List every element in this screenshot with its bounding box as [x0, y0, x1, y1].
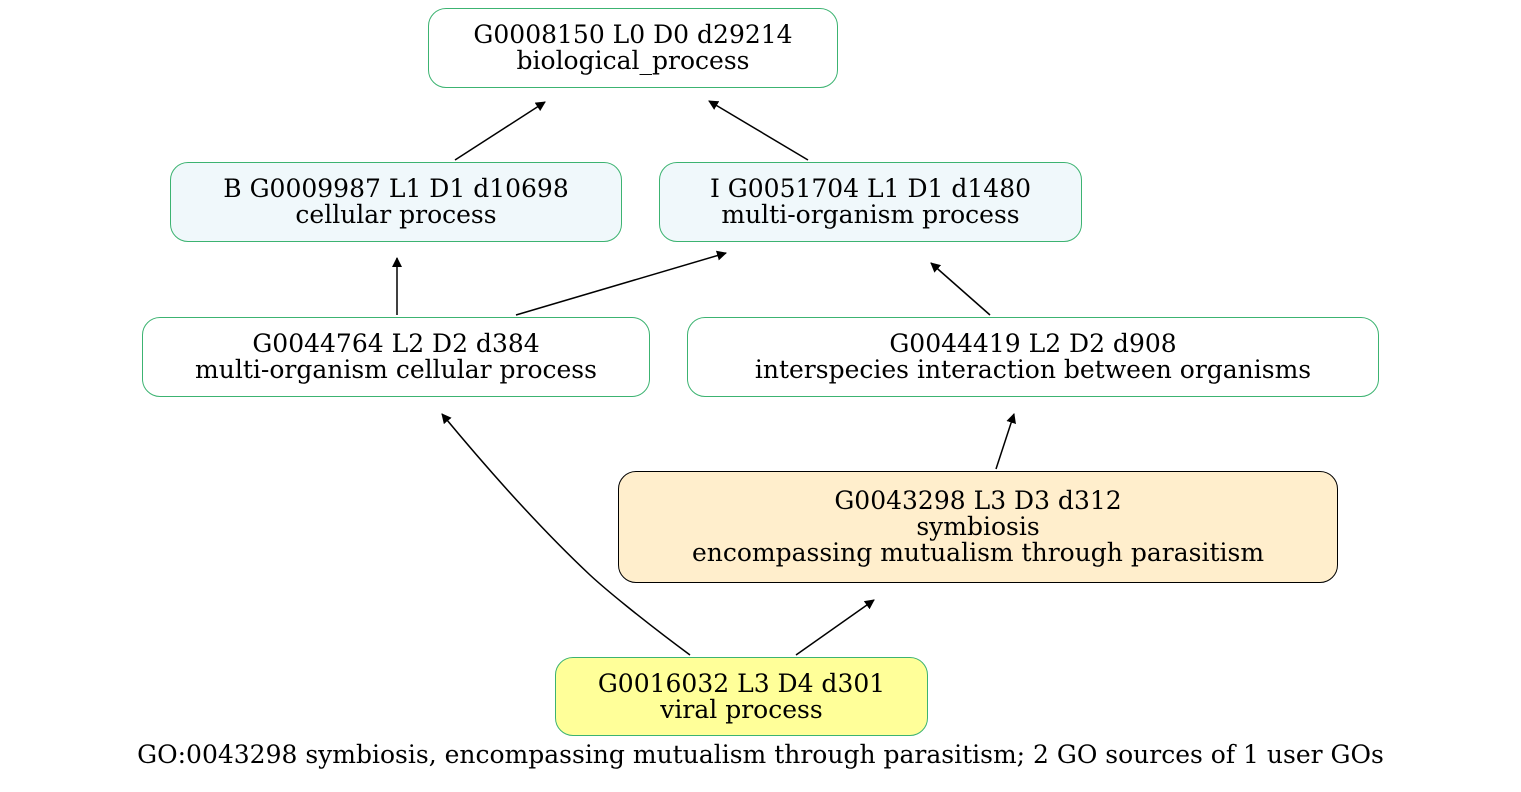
node-cellular-process[interactable]: B G0009987 L1 D1 d10698 cellular process [170, 162, 622, 242]
node-symbiosis[interactable]: G0043298 L3 D3 d312 symbiosis encompassi… [618, 471, 1338, 583]
edge-cellular-to-biological [454, 101, 546, 161]
node-cellular-process-id: B G0009987 L1 D1 d10698 [223, 174, 569, 203]
edge-symbiosis-to-interspecies [995, 413, 1016, 470]
node-multi-organism-cellular-process-id: G0044764 L2 D2 d384 [252, 329, 540, 358]
node-symbiosis-name: symbiosis [916, 512, 1040, 541]
node-cellular-process-name: cellular process [295, 200, 497, 229]
node-symbiosis-id: G0043298 L3 D3 d312 [834, 486, 1122, 515]
edge-interspecies-to-multiorganism [930, 262, 991, 316]
node-biological-process-id: G0008150 L0 D0 d29214 [473, 20, 793, 49]
node-biological-process-name: biological_process [516, 46, 750, 75]
node-viral-process-name: viral process [660, 694, 823, 724]
edge-viral-to-symbiosis [795, 599, 875, 656]
node-viral-process[interactable]: G0016032 L3 D4 d301 viral process [555, 657, 928, 736]
node-multi-organism-process-id: I G0051704 L1 D1 d1480 [709, 174, 1032, 203]
edge-multiorganism-to-biological [708, 100, 809, 161]
node-symbiosis-name-cont: encompassing mutualism through parasitis… [691, 538, 1265, 567]
node-biological-process[interactable]: G0008150 L0 D0 d29214 biological_process [428, 8, 838, 88]
edge-moc-to-multiorganism [515, 250, 727, 316]
node-interspecies-interaction-name: interspecies interaction between organis… [754, 355, 1312, 384]
node-multi-organism-cellular-process[interactable]: G0044764 L2 D2 d384 multi-organism cellu… [142, 317, 650, 397]
node-multi-organism-cellular-process-name: multi-organism cellular process [195, 355, 597, 384]
edge-viral-to-moc [441, 413, 691, 656]
node-interspecies-interaction-id: G0044419 L2 D2 d908 [889, 329, 1177, 358]
node-multi-organism-process[interactable]: I G0051704 L1 D1 d1480 multi-organism pr… [659, 162, 1082, 242]
graph-caption: GO:0043298 symbiosis, encompassing mutua… [137, 740, 1384, 769]
node-multi-organism-process-name: multi-organism process [721, 200, 1020, 229]
node-viral-process-id: G0016032 L3 D4 d301 [597, 668, 886, 698]
node-interspecies-interaction[interactable]: G0044419 L2 D2 d908 interspecies interac… [687, 317, 1379, 397]
